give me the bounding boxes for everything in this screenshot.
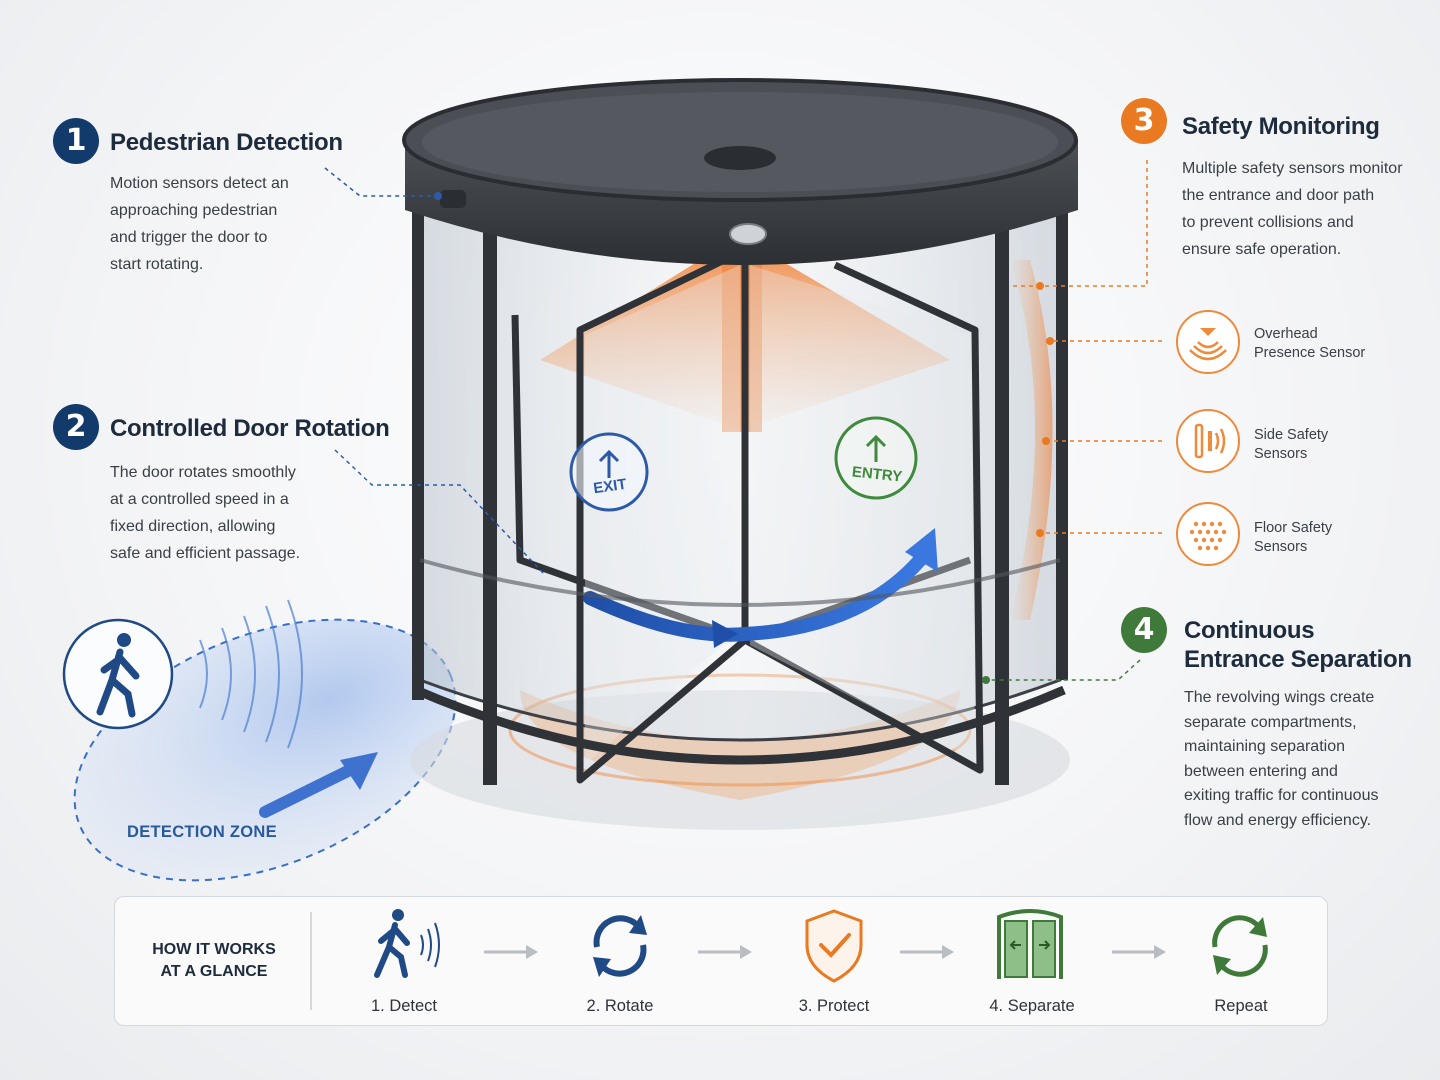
step-label-protect: 3. Protect [798,997,870,1015]
step-label-rotate: 2. Rotate [586,997,654,1015]
step-label-detect: 1. Detect [370,997,438,1015]
step-label-repeat: Repeat [1214,997,1268,1015]
feature-3-title: Safety Monitoring [1182,113,1380,140]
feature-2-title: Controlled Door Rotation [110,415,390,442]
feature-1-title: Pedestrian Detection [110,129,343,156]
entry-sign [834,416,918,500]
exit-sign [569,432,649,512]
step-4-badge: 4 [1121,607,1167,653]
separate-doors-icon [997,909,1063,979]
step-1-badge: 1 [53,118,99,164]
step-2-badge: 2 [53,404,99,450]
side-safety-sensor-icon [1176,409,1240,473]
step-3-badge: 3 [1121,98,1167,144]
rotate-arrows-icon [593,915,647,977]
floor-safety-sensor-icon [1176,502,1240,566]
pedestrian-signal-icon [374,909,440,978]
pedestrian-detection-graphic [62,599,303,749]
shield-check-icon [805,909,863,983]
step-label-separate: 4. Separate [989,997,1075,1015]
overhead-presence-sensor-icon [1176,310,1240,374]
how-it-works-divider [310,912,312,1010]
repeat-icon [1212,915,1268,977]
detection-zone-label: DETECTION ZONE [127,823,277,841]
how-it-works-panel [114,896,1328,1026]
